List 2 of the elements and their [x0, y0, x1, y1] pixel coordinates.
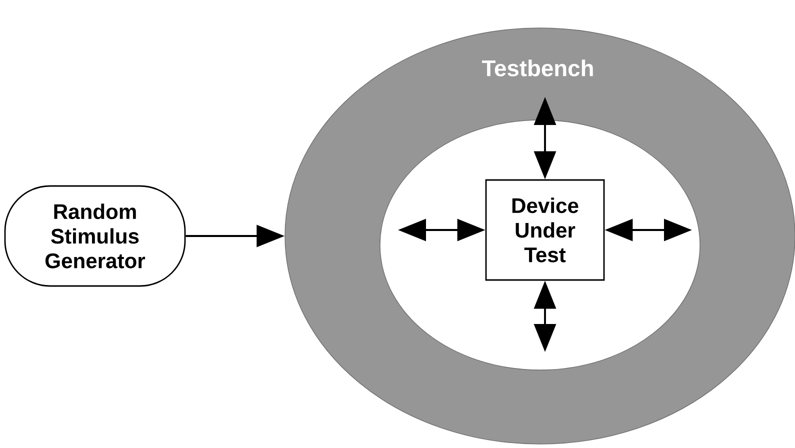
device-box: Device Under Test — [485, 179, 605, 281]
generator-box: Random Stimulus Generator — [4, 185, 186, 287]
